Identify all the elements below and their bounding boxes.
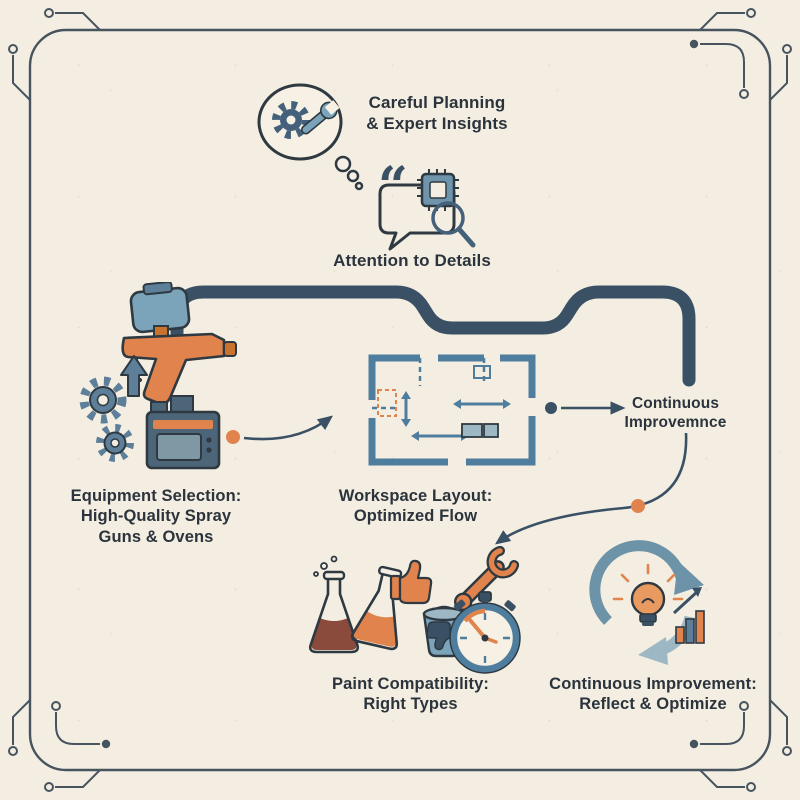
flask-icon	[308, 555, 360, 654]
spray-gun-icon	[121, 282, 237, 406]
gear-icon	[272, 101, 310, 139]
dark-node-dot	[545, 402, 557, 414]
thought-trail-dots	[334, 155, 364, 191]
oven-icon	[145, 395, 221, 470]
tilted-flask-icon	[350, 565, 403, 651]
thought-bubble-icon	[257, 83, 364, 191]
quote-icon: “	[378, 158, 408, 217]
gears-icon	[79, 376, 134, 462]
arrow-continuous-to-paint	[494, 432, 688, 545]
continuous-note-label: Continuous Improvemnce	[624, 395, 727, 432]
arrow-equipment-to-workspace	[226, 415, 334, 444]
stopwatch-icon	[449, 591, 521, 674]
magnifier-icon	[431, 201, 476, 248]
thumbs-up-icon	[389, 559, 433, 605]
workspace-label: Workspace Layout: Optimized Flow	[338, 487, 493, 526]
furniture	[461, 423, 499, 438]
floor-plan-icon	[368, 354, 536, 466]
thumbs-down-icon	[426, 621, 451, 651]
equipment-label: Equipment Selection: High-Quality Spray …	[70, 487, 242, 546]
lightbulb-icon	[612, 563, 684, 626]
zone-outline	[377, 389, 397, 417]
paint-compatibility-icons	[308, 546, 521, 674]
speech-bubble-icon: “	[378, 158, 476, 251]
improvement-cycle-icons	[589, 540, 705, 665]
up-arrow-icon	[120, 355, 148, 397]
improvement-label: Continuous Improvement: Reflect & Optimi…	[549, 675, 757, 714]
equipment-icons	[79, 282, 237, 470]
flow-arrows	[401, 391, 511, 441]
cycle-arrows-icon	[589, 540, 704, 665]
arrow-workspace-to-continuous	[545, 401, 626, 415]
orange-node-dot	[631, 499, 645, 513]
chip-icon	[417, 169, 459, 211]
orange-node-dot	[226, 430, 240, 444]
details-label: Attention to Details	[333, 251, 491, 270]
planning-label: Careful Planning & Expert Insights	[366, 93, 508, 134]
flow-brace	[170, 285, 696, 387]
paint-bucket-icon	[422, 605, 466, 658]
wrench-icon	[301, 100, 340, 135]
bar-chart-icon	[672, 587, 705, 644]
paint-label: Paint Compatibility: Right Types	[332, 675, 489, 714]
